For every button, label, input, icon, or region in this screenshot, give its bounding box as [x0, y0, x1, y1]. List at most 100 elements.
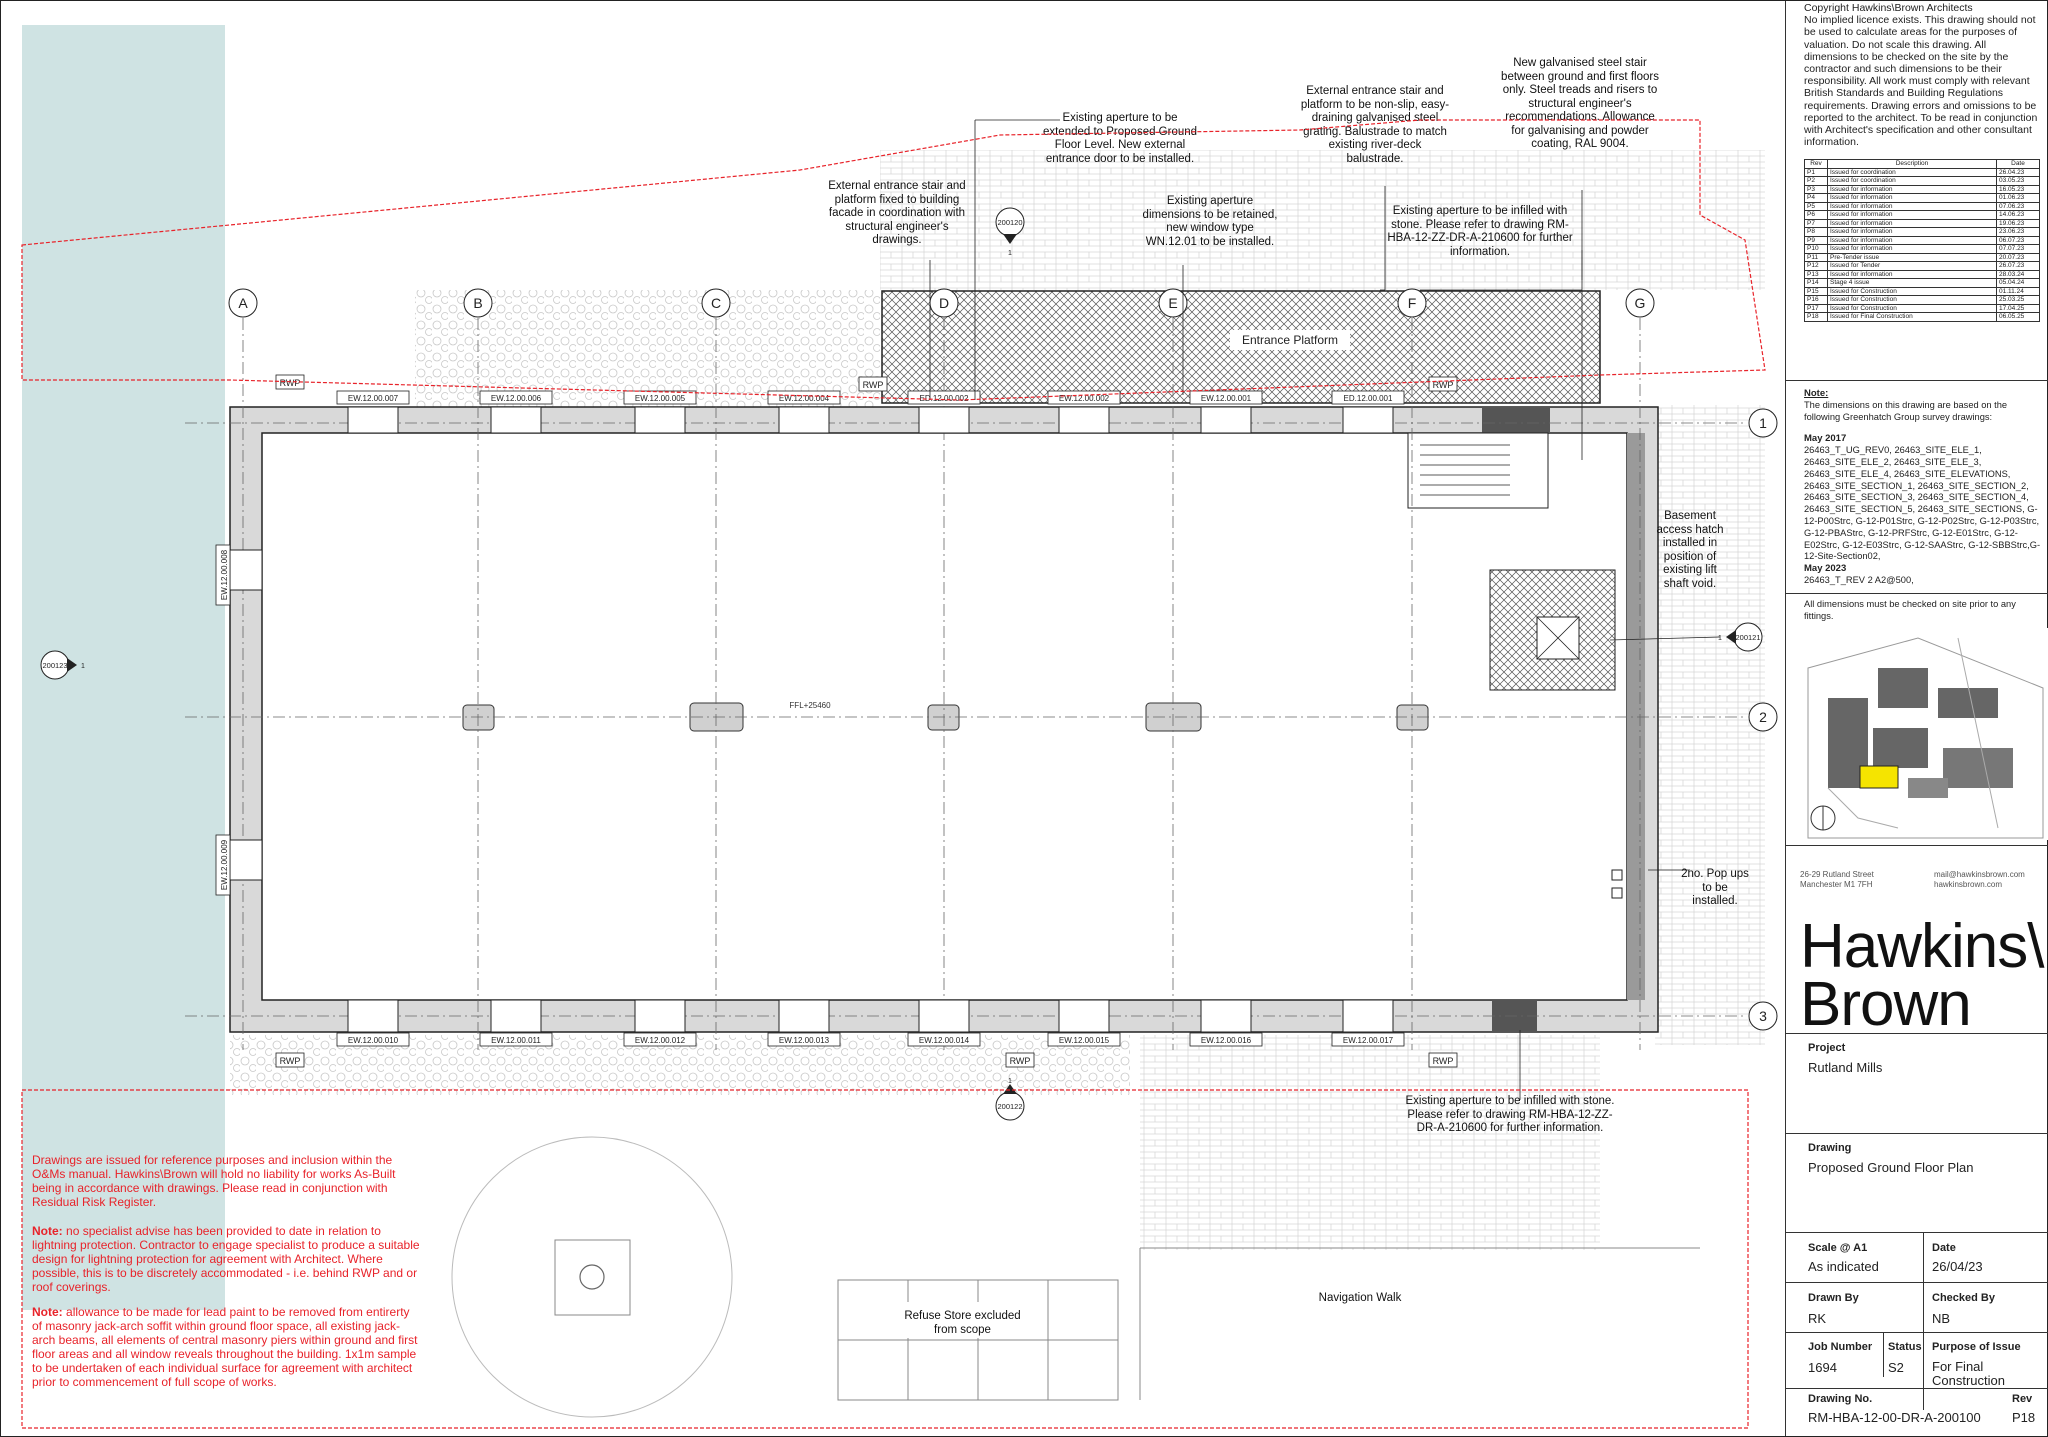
section-marker-right: 200121 1: [1718, 622, 1763, 652]
window-label-bottom: EW.12.00.015: [1047, 1032, 1121, 1047]
svg-text:1: 1: [1008, 250, 1012, 257]
window-label-left-1: EW.12.00.008: [215, 544, 231, 606]
hawkins-brown-logo: Hawkins\ Brown: [1800, 912, 2045, 1039]
grid-bubble-g: G: [1625, 288, 1655, 318]
svg-text:EW.12.00.011: EW.12.00.011: [491, 1036, 541, 1045]
svg-text:EW.12.00.009: EW.12.00.009: [220, 839, 229, 890]
wall-pier-right-top: [1482, 407, 1550, 434]
key-plan-site: [1859, 765, 1899, 789]
rwp-label: RWP: [858, 376, 888, 392]
drawing-no-value: RM-HBA-12-00-DR-A-200100: [1808, 1410, 1981, 1425]
svg-text:200122: 200122: [997, 1102, 1022, 1111]
address-left: 26-29 Rutland Street Manchester M1 7FH: [1800, 870, 1874, 889]
window-label-bottom: EW.12.00.012: [623, 1032, 697, 1047]
svg-text:EW.12.00.014: EW.12.00.014: [919, 1036, 970, 1045]
grid-lines: [185, 318, 1745, 1050]
section-marker-top: 200120 1: [995, 207, 1025, 257]
paving-bottom: [1140, 1035, 1600, 1250]
revision-cloud-top: [21, 119, 1766, 401]
annotation-navigation-walk: Navigation Walk: [1318, 1292, 1402, 1304]
tree-pit: [554, 1239, 631, 1316]
grid-bubble-c: C: [701, 288, 731, 318]
paving-right: [1655, 405, 1765, 1045]
svg-text:EW.12.00.015: EW.12.00.015: [1059, 1036, 1110, 1045]
pier-f: [1396, 704, 1429, 731]
floor-plan-drawing: Entrance Platform FFL+25460 A B C D E F G 1 2 3: [21, 25, 1778, 1429]
svg-text:EW.12.00.017: EW.12.00.017: [1343, 1036, 1394, 1045]
section-marker-left: 200123 1: [40, 650, 85, 680]
window-label-bottom: EW.12.00.010: [336, 1032, 410, 1047]
annotation-aperture-retained: Existing aperture dimensions to be retai…: [1142, 195, 1278, 248]
svg-text:1: 1: [81, 663, 85, 670]
svg-text:RWP: RWP: [1433, 1056, 1454, 1066]
window-label-bottom: EW.12.00.017: [1331, 1032, 1405, 1047]
pop-up-1: [1611, 869, 1623, 881]
rwp-label: RWP: [275, 1052, 305, 1068]
svg-text:D: D: [939, 295, 949, 311]
window-label-top: EW.12.00.001: [1189, 390, 1263, 405]
scale-label: Scale @ A1: [1808, 1242, 1868, 1254]
entrance-platform-label: Entrance Platform: [1242, 333, 1338, 347]
svg-text:B: B: [473, 295, 482, 311]
scale-value: As indicated: [1808, 1259, 1879, 1274]
svg-text:1: 1: [1008, 1078, 1012, 1085]
annotation-new-steel-stair: New galvanised steel stair between groun…: [1501, 57, 1659, 150]
svg-text:200120: 200120: [997, 218, 1022, 227]
windows-bottom: EW.12.00.010 EW.12.00.011 EW.12.00.012 EW.1…: [336, 999, 1405, 1047]
revision-cloud-bottom: [21, 1089, 1749, 1429]
purpose-label: Purpose of Issue: [1932, 1341, 2021, 1353]
drawing-label: Drawing: [1808, 1142, 1852, 1154]
pop-up-2: [1611, 887, 1623, 899]
svg-text:EW.12.00.010: EW.12.00.010: [348, 1036, 399, 1045]
leader-lines: [929, 119, 1721, 1100]
annotation-pop-ups: 2no. Pop ups to be installed.: [1681, 868, 1749, 907]
annotation-refuse-store: Refuse Store excluded from scope: [904, 1310, 1021, 1336]
svg-text:RWP: RWP: [280, 378, 301, 388]
purpose-value: For Final Construction: [1932, 1360, 2005, 1388]
svg-text:EW.12.00.005: EW.12.00.005: [635, 394, 686, 403]
status-value: S2: [1888, 1360, 1904, 1375]
grid-bubbles: A B C D E F G 1 2 3: [228, 288, 1778, 1031]
checked-by-value: NB: [1932, 1311, 1951, 1326]
grid-bubble-b: B: [463, 288, 493, 318]
svg-text:EW.12.00.001: EW.12.00.001: [1201, 394, 1252, 403]
cobble-area-top: [415, 290, 880, 410]
ffl-label: FFL+25460: [789, 701, 831, 710]
svg-text:E: E: [1168, 295, 1177, 311]
drawn-by-label: Drawn By: [1808, 1292, 1859, 1304]
svg-text:EW.12.00.013: EW.12.00.013: [779, 1036, 830, 1045]
window-label-bottom: EW.12.00.016: [1189, 1032, 1263, 1047]
window-label-bottom: EW.12.00.011: [479, 1032, 553, 1047]
svg-text:EW.12.00.004: EW.12.00.004: [779, 394, 830, 403]
address-right: mail@hawkinsbrown.com hawkinsbrown.com: [1934, 870, 2025, 889]
svg-text:1: 1: [1759, 415, 1767, 431]
svg-text:200123: 200123: [42, 661, 67, 670]
grid-bubble-3: 3: [1748, 1001, 1778, 1031]
svg-text:200121: 200121: [1735, 633, 1760, 642]
date-value: 26/04/23: [1932, 1259, 1983, 1274]
svg-text:G: G: [1635, 295, 1646, 311]
window-label-top: EW.12.00.007: [336, 390, 410, 405]
rwp-label: RWP: [1428, 1052, 1458, 1068]
svg-text:A: A: [238, 295, 248, 311]
lightning-note: Note: no specialist advise has been prov…: [32, 1224, 420, 1294]
svg-text:2: 2: [1759, 709, 1767, 725]
wall-right-dark: [1627, 433, 1645, 1000]
status-label: Status: [1888, 1341, 1922, 1353]
rwp-label: RWP: [1428, 376, 1458, 392]
svg-text:1: 1: [1718, 635, 1722, 642]
window-label-top: ED.12.00.002: [907, 390, 981, 405]
svg-text:F: F: [1408, 295, 1417, 311]
svg-text:ED.12.00.001: ED.12.00.001: [1344, 394, 1393, 403]
